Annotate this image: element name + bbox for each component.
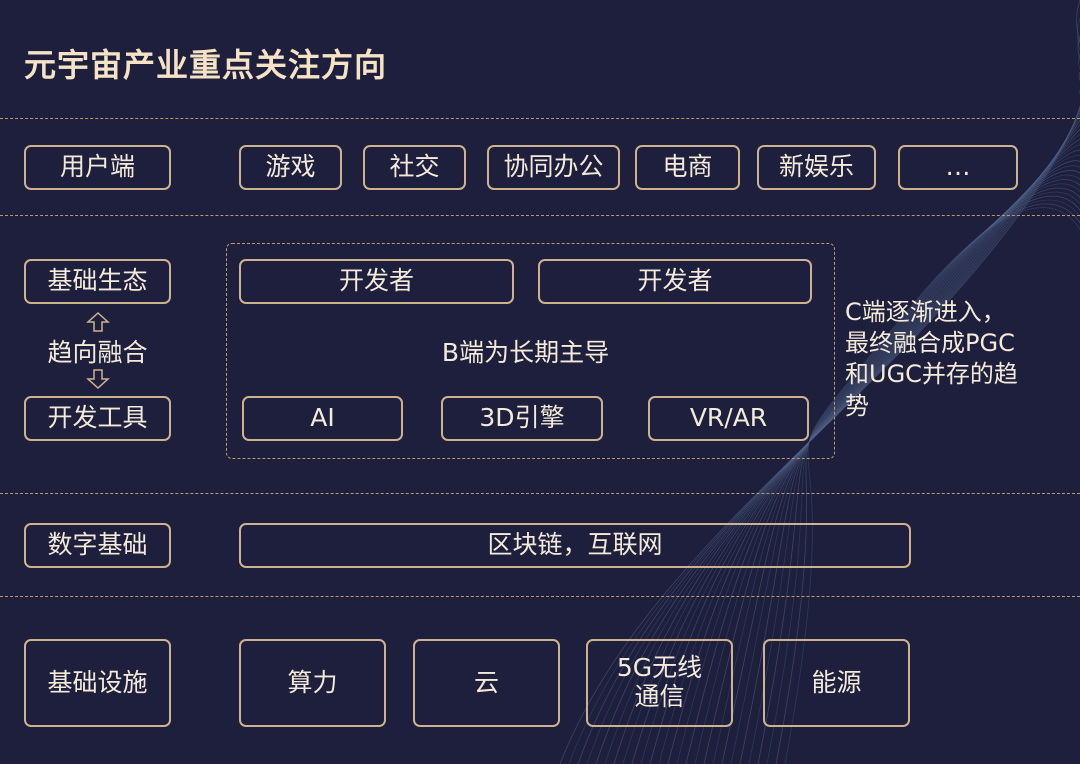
separator-line <box>0 215 1080 216</box>
wave-line <box>676 155 1080 764</box>
tool-ai: AI <box>242 396 403 441</box>
row-label-converge: 趋向融合 <box>47 338 148 367</box>
row-label-digital: 数字基础 <box>24 523 171 568</box>
wave-line <box>721 179 1080 764</box>
wave-line <box>613 107 1080 764</box>
wave-line <box>604 89 1080 764</box>
infra-item-5g: 5G无线 通信 <box>586 639 733 727</box>
infra-item-compute: 算力 <box>239 639 386 727</box>
user-item-ecommerce: 电商 <box>635 145 740 190</box>
wave-line <box>658 144 1080 764</box>
wave-line <box>784 207 1080 764</box>
wave-line <box>685 160 1080 764</box>
c-end-note: C端逐渐进入， 最终融合成PGC 和UGC并存的趋 势 <box>845 298 1018 420</box>
tool-3d-engine: 3D引擎 <box>441 396 603 441</box>
infra-item-cloud: 云 <box>413 639 560 727</box>
wave-line <box>559 0 1080 764</box>
wave-line <box>757 196 1080 764</box>
separator-line <box>0 493 1080 494</box>
row-label-infra: 基础设施 <box>24 639 171 727</box>
wave-line <box>640 133 1080 764</box>
wave-line <box>649 138 1080 764</box>
separator-line <box>0 596 1080 597</box>
digital-content: 区块链，互联网 <box>239 523 911 568</box>
arrow-down-icon <box>86 369 110 390</box>
user-item-game: 游戏 <box>239 145 342 190</box>
wave-line <box>694 165 1080 764</box>
wave-line <box>766 199 1080 764</box>
arrow-up-icon <box>86 311 110 332</box>
row-label-ecosystem: 基础生态 <box>24 259 171 304</box>
user-item-entertainment: 新娱乐 <box>757 145 876 190</box>
page-title: 元宇宙产业重点关注方向 <box>24 46 388 84</box>
wave-line <box>730 183 1080 764</box>
user-item-social: 社交 <box>363 145 466 190</box>
wave-line <box>577 35 1080 764</box>
developer-box-2: 开发者 <box>538 259 812 304</box>
row-label-devtools: 开发工具 <box>24 396 171 441</box>
user-item-office: 协同办公 <box>487 145 620 190</box>
separator-line <box>0 118 1080 119</box>
wave-line <box>703 170 1080 764</box>
wave-line <box>667 149 1080 764</box>
row-label-user: 用户端 <box>24 145 171 190</box>
b-end-frame <box>226 243 835 459</box>
wave-line <box>595 71 1080 764</box>
infra-item-energy: 能源 <box>763 639 910 727</box>
wave-line <box>712 174 1080 764</box>
developer-box-1: 开发者 <box>239 259 514 304</box>
wave-line <box>739 187 1080 764</box>
user-item-more: … <box>898 145 1018 190</box>
tool-vr-ar: VR/AR <box>648 396 809 441</box>
wave-line <box>622 124 1080 764</box>
wave-line <box>586 53 1080 764</box>
wave-line <box>568 17 1080 764</box>
wave-line <box>748 191 1080 764</box>
wave-line <box>631 128 1080 764</box>
b-end-caption: B端为长期主导 <box>441 338 610 367</box>
